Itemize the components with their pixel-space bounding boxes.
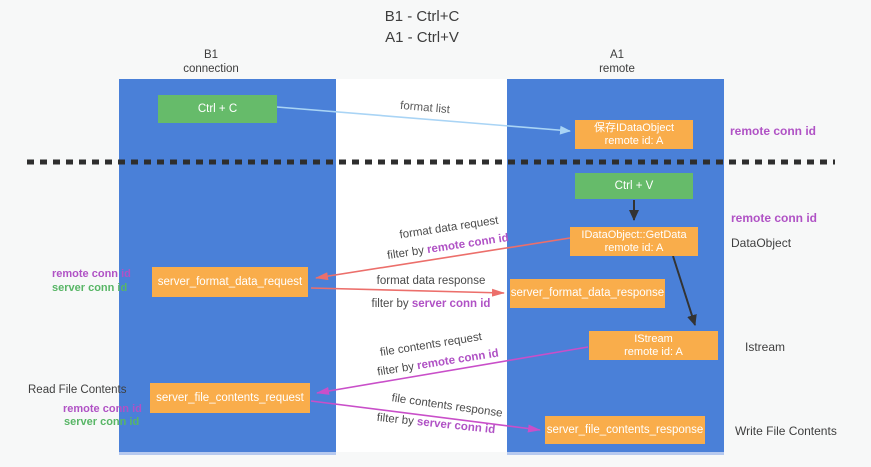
server-file-contents-request-box: server_file_contents_request bbox=[150, 383, 310, 413]
page-title: B1 - Ctrl+C A1 - Ctrl+V bbox=[385, 6, 460, 48]
right-column-name: A1 bbox=[609, 49, 625, 61]
getdata-line2: remote id: A bbox=[604, 241, 664, 254]
istream-side-label: Istream bbox=[745, 340, 786, 354]
left-column-name: B1 bbox=[203, 49, 219, 61]
filter-by-text: filter by bbox=[371, 298, 409, 310]
server-format-data-request-box: server_format_data_request bbox=[152, 267, 308, 297]
format-data-response-arrow bbox=[310, 287, 505, 297]
read-file-contents-label: Read File Contents bbox=[28, 384, 127, 396]
server-conn-id-text: server conn id bbox=[411, 298, 491, 310]
left-column-subtitle: connection bbox=[183, 63, 239, 75]
left-file-remote-conn-id-label: remote conn id bbox=[63, 403, 142, 415]
left-file-server-conn-id-label: server conn id bbox=[64, 416, 140, 428]
ctrl-v-box: Ctrl + V bbox=[575, 173, 693, 199]
left-fmt-remote-conn-id-label: remote conn id bbox=[52, 268, 131, 280]
ctrl-c-box: Ctrl + C bbox=[158, 95, 277, 123]
left-column-header: B1 connection bbox=[183, 48, 239, 76]
istream-line1: IStream bbox=[634, 332, 673, 345]
istream-line2: remote id: A bbox=[624, 345, 683, 358]
right-top-remote-conn-id-label: remote conn id bbox=[730, 124, 817, 138]
right-column-subtitle: remote bbox=[599, 63, 635, 75]
getdata-to-istream-arrow bbox=[672, 255, 697, 326]
server-format-data-response-box: server_format_data_response bbox=[510, 279, 665, 308]
format-data-request-arrow bbox=[315, 237, 571, 281]
save-idataobject-line1: 保存IDataObject bbox=[593, 121, 675, 134]
idataobject-getdata-box: IDataObject::GetData remote id: A bbox=[570, 227, 698, 256]
save-idataobject-line2: remote id: A bbox=[604, 134, 664, 147]
save-idataobject-box: 保存IDataObject remote id: A bbox=[575, 120, 693, 149]
right-mid-remote-conn-id-label: remote conn id bbox=[731, 211, 818, 225]
format-data-response-label: format data response bbox=[376, 275, 486, 287]
middle-lane bbox=[336, 79, 507, 452]
getdata-line1: IDataObject::GetData bbox=[581, 228, 687, 241]
format-data-response-filter-label: filter by server conn id bbox=[372, 298, 491, 310]
right-column-header: A1 remote bbox=[599, 48, 635, 76]
write-file-contents-label: Write File Contents bbox=[735, 424, 837, 438]
format-list-arrow bbox=[276, 106, 571, 135]
istream-box: IStream remote id: A bbox=[589, 331, 718, 360]
left-fmt-server-conn-id-label: server conn id bbox=[52, 282, 128, 294]
file-contents-request-arrow bbox=[316, 346, 589, 395]
file-contents-response-arrow bbox=[310, 400, 541, 433]
server-file-contents-response-box: server_file_contents_response bbox=[545, 416, 705, 444]
dataobject-label: DataObject bbox=[731, 236, 792, 250]
title-line-1: B1 - Ctrl+C bbox=[384, 8, 460, 25]
title-line-2: A1 - Ctrl+V bbox=[385, 29, 459, 46]
